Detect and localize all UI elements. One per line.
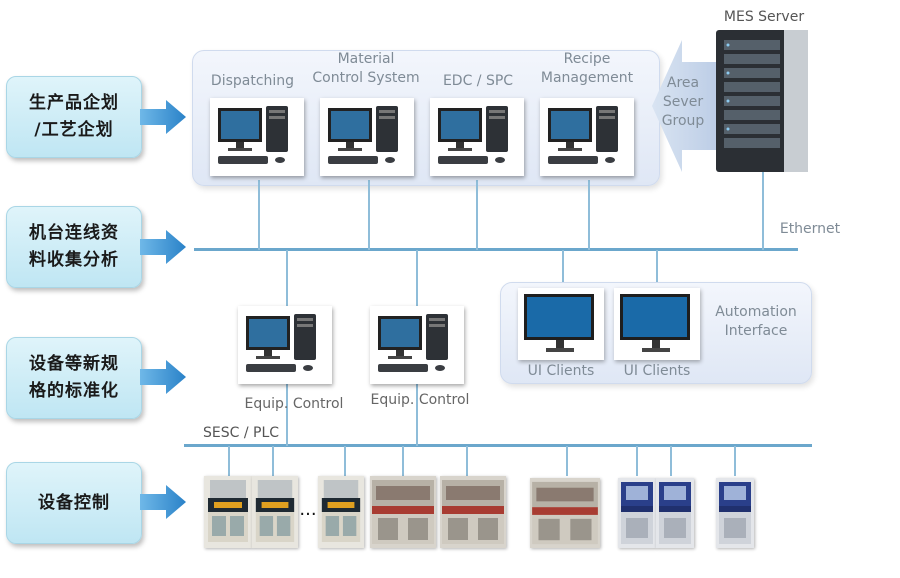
equip-control-label: Equip. Control bbox=[244, 396, 344, 412]
arrow-right-icon bbox=[140, 100, 186, 134]
connection-line bbox=[762, 172, 764, 250]
sesc-plc-label: SESC / PLC bbox=[202, 425, 280, 441]
equipment-machine-icon bbox=[656, 478, 694, 548]
collection-label: 机台连线资 料收集分析 bbox=[6, 206, 142, 288]
mes-server-label: MES Server bbox=[723, 9, 805, 25]
equipment-machine-icon bbox=[370, 476, 436, 548]
connection-line bbox=[402, 446, 404, 476]
planning-label: 生产品企划 /工艺企划 bbox=[6, 76, 142, 158]
connection-line bbox=[258, 180, 260, 250]
equipment-machine-icon bbox=[440, 476, 506, 548]
standard-label: 设备等新规 格的标准化 bbox=[6, 337, 142, 419]
connection-line bbox=[656, 250, 658, 284]
connection-line bbox=[734, 446, 736, 476]
computer-icon bbox=[320, 98, 414, 176]
sesc-bus bbox=[184, 444, 812, 447]
connection-line bbox=[368, 180, 370, 250]
ui-clients-label: UI Clients bbox=[623, 363, 691, 379]
connection-line bbox=[272, 446, 274, 476]
automation-label: Automation Interface bbox=[715, 304, 797, 339]
area-group-arrow-icon bbox=[652, 40, 718, 172]
ethernet-label: Ethernet bbox=[779, 221, 841, 237]
equip-control-label: Equip. Control bbox=[370, 392, 470, 408]
connection-line bbox=[476, 180, 478, 250]
area-group-label: Area Sever Group bbox=[661, 75, 705, 129]
connection-line bbox=[466, 446, 468, 476]
ethernet-bus bbox=[194, 248, 798, 251]
connection-line bbox=[566, 446, 568, 476]
connection-line bbox=[670, 446, 672, 476]
material-label: Material Control System bbox=[312, 51, 420, 86]
ellipsis-text: ... bbox=[299, 499, 317, 520]
equipment-machine-icon bbox=[716, 478, 754, 548]
control-label: 设备控制 bbox=[6, 462, 142, 544]
recipe-label: Recipe Management bbox=[540, 51, 634, 86]
connection-line bbox=[416, 250, 418, 308]
computer-icon bbox=[210, 98, 304, 176]
monitor-icon bbox=[614, 288, 700, 360]
connection-line bbox=[588, 180, 590, 250]
equipment-machine-icon bbox=[618, 478, 656, 548]
computer-icon bbox=[430, 98, 524, 176]
connection-line bbox=[228, 446, 230, 476]
connection-line bbox=[286, 250, 288, 308]
equipment-machine-icon bbox=[530, 478, 600, 548]
computer-icon bbox=[238, 306, 332, 384]
connection-line bbox=[636, 446, 638, 476]
equipment-machine-icon bbox=[252, 476, 298, 548]
server-tower-icon bbox=[716, 30, 808, 172]
connection-line bbox=[416, 370, 418, 446]
computer-icon bbox=[370, 306, 464, 384]
connection-line bbox=[286, 370, 288, 446]
connection-line bbox=[562, 250, 564, 284]
arrow-right-icon bbox=[140, 485, 186, 519]
dispatching-label: Dispatching bbox=[210, 73, 295, 89]
equipment-machine-icon bbox=[318, 476, 364, 548]
arrow-right-icon bbox=[140, 360, 186, 394]
edc-label: EDC / SPC bbox=[442, 73, 514, 89]
ui-clients-label: UI Clients bbox=[527, 363, 595, 379]
equipment-machine-icon bbox=[204, 476, 252, 548]
arrow-right-icon bbox=[140, 230, 186, 264]
monitor-icon bbox=[518, 288, 604, 360]
connection-line bbox=[344, 446, 346, 476]
computer-icon bbox=[540, 98, 634, 176]
